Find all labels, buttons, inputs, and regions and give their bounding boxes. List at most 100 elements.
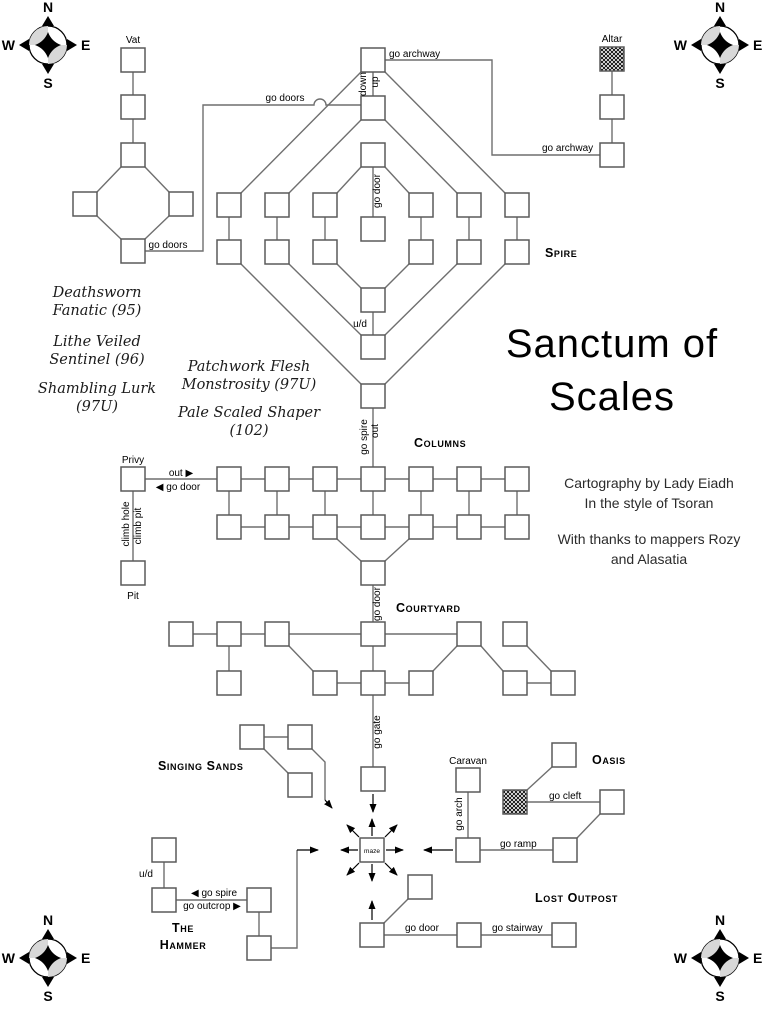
connection-route bbox=[271, 850, 298, 949]
outpost-maze-room bbox=[359, 922, 385, 948]
connection-line bbox=[263, 748, 289, 774]
connection-line bbox=[526, 645, 552, 672]
direction-arrow bbox=[384, 824, 398, 838]
courtyard-row2-5 bbox=[550, 670, 576, 696]
compass-letter-s: S bbox=[43, 75, 52, 91]
compass-south-arrow-icon bbox=[42, 977, 54, 987]
compass-south-arrow-icon bbox=[714, 64, 726, 74]
columns-row2-4 bbox=[360, 514, 386, 540]
connections-layer bbox=[96, 59, 613, 949]
hammer-room-3 bbox=[246, 887, 272, 913]
compass-star-icon bbox=[707, 945, 733, 971]
label-scales: Scales bbox=[549, 375, 675, 419]
direction-arrow bbox=[346, 824, 360, 838]
hammer-room-2 bbox=[151, 887, 177, 913]
compass-letter-s: S bbox=[43, 988, 52, 1004]
label-maze: maze bbox=[364, 848, 380, 855]
columns-row1-2 bbox=[264, 466, 290, 492]
altar-mid-room bbox=[599, 94, 625, 120]
label-deathsworn: Deathsworn bbox=[52, 285, 142, 301]
columns-row2-7 bbox=[504, 514, 530, 540]
label-pale-scaled-shaper: Pale Scaled Shaper bbox=[177, 405, 321, 421]
columns-row1-6 bbox=[456, 466, 482, 492]
label-u-d: u/d bbox=[139, 869, 153, 880]
label-down: down bbox=[358, 72, 369, 96]
connection-line bbox=[384, 263, 458, 336]
label-pit: Pit bbox=[127, 591, 139, 602]
compass-north-arrow-icon bbox=[714, 929, 726, 939]
vat-ring-west bbox=[72, 191, 98, 217]
spire-east-mid-b bbox=[456, 239, 482, 265]
spire-west-mid-a bbox=[264, 192, 290, 218]
courtyard-row1-2 bbox=[216, 621, 242, 647]
columns-row2-3 bbox=[312, 514, 338, 540]
connection-line bbox=[336, 166, 362, 194]
connection-line bbox=[288, 119, 362, 194]
label-climb-hole: climb hole bbox=[121, 501, 132, 546]
spire-west-mid-b bbox=[264, 239, 290, 265]
connection-line bbox=[576, 813, 601, 839]
connection-line bbox=[336, 263, 362, 289]
direction-arrow bbox=[384, 862, 398, 876]
label-courtyard: Courtyard bbox=[396, 601, 461, 615]
compass-letter-e: E bbox=[753, 950, 762, 966]
compass-letter-s: S bbox=[715, 75, 724, 91]
compass-west-arrow-icon bbox=[19, 39, 29, 51]
vat-ring-north bbox=[120, 142, 146, 168]
connection-line bbox=[383, 898, 409, 924]
gate-room bbox=[360, 766, 386, 792]
hammer-room-4 bbox=[246, 935, 272, 961]
label-97u: (97U) bbox=[76, 399, 118, 415]
label-u-d: u/d bbox=[353, 319, 367, 330]
courtyard-row2-1 bbox=[312, 670, 338, 696]
connection-line bbox=[240, 263, 362, 385]
columns-row1-7 bbox=[504, 466, 530, 492]
caravan-room bbox=[455, 767, 481, 793]
compass-west-arrow-icon bbox=[691, 39, 701, 51]
label-lost-outpost: Lost Outpost bbox=[535, 891, 618, 905]
connection-line bbox=[384, 263, 506, 385]
label-102: (102) bbox=[230, 423, 269, 439]
label-go-doors: go doors bbox=[149, 240, 188, 251]
connection-line bbox=[288, 263, 362, 336]
columns-junction bbox=[360, 560, 386, 586]
compass-south-arrow-icon bbox=[714, 977, 726, 987]
compass-west-arrow-icon bbox=[691, 952, 701, 964]
columns-row1-1 bbox=[216, 466, 242, 492]
label-go-doors: go doors bbox=[266, 93, 305, 104]
outpost-upper-room bbox=[407, 874, 433, 900]
compass-letter-n: N bbox=[43, 912, 53, 928]
altar-south-room bbox=[599, 142, 625, 168]
spire-east-outer-b bbox=[504, 239, 530, 265]
label-singing-sands: Singing Sands bbox=[158, 759, 243, 773]
compass-north-arrow-icon bbox=[42, 16, 54, 26]
connection-line bbox=[384, 166, 410, 194]
direction-arrow bbox=[346, 862, 360, 876]
connection-route bbox=[385, 59, 600, 156]
label-go-spire: go spire bbox=[359, 419, 370, 455]
pit bbox=[120, 560, 146, 586]
connection-line bbox=[384, 119, 458, 194]
compass-letter-e: E bbox=[81, 950, 90, 966]
label-altar: Altar bbox=[602, 34, 623, 45]
label-monstrosity-97u: Monstrosity (97U) bbox=[181, 377, 317, 393]
compass-east-arrow-icon bbox=[67, 952, 77, 964]
connection-line bbox=[288, 645, 314, 672]
label-hammer: Hammer bbox=[160, 938, 207, 952]
singing-sands-2 bbox=[287, 724, 313, 750]
connection-line bbox=[384, 538, 410, 562]
compass-star-icon bbox=[35, 945, 61, 971]
spire-west-outer-a bbox=[216, 192, 242, 218]
spire-east-inner-a bbox=[408, 192, 434, 218]
spire-west-inner-a bbox=[312, 192, 338, 218]
label-with-thanks-to-mappers-rozy: With thanks to mappers Rozy bbox=[558, 531, 741, 547]
columns-row2-5 bbox=[408, 514, 434, 540]
label-go-door: ◀ go door bbox=[156, 482, 201, 493]
compass-letter-e: E bbox=[753, 37, 762, 53]
